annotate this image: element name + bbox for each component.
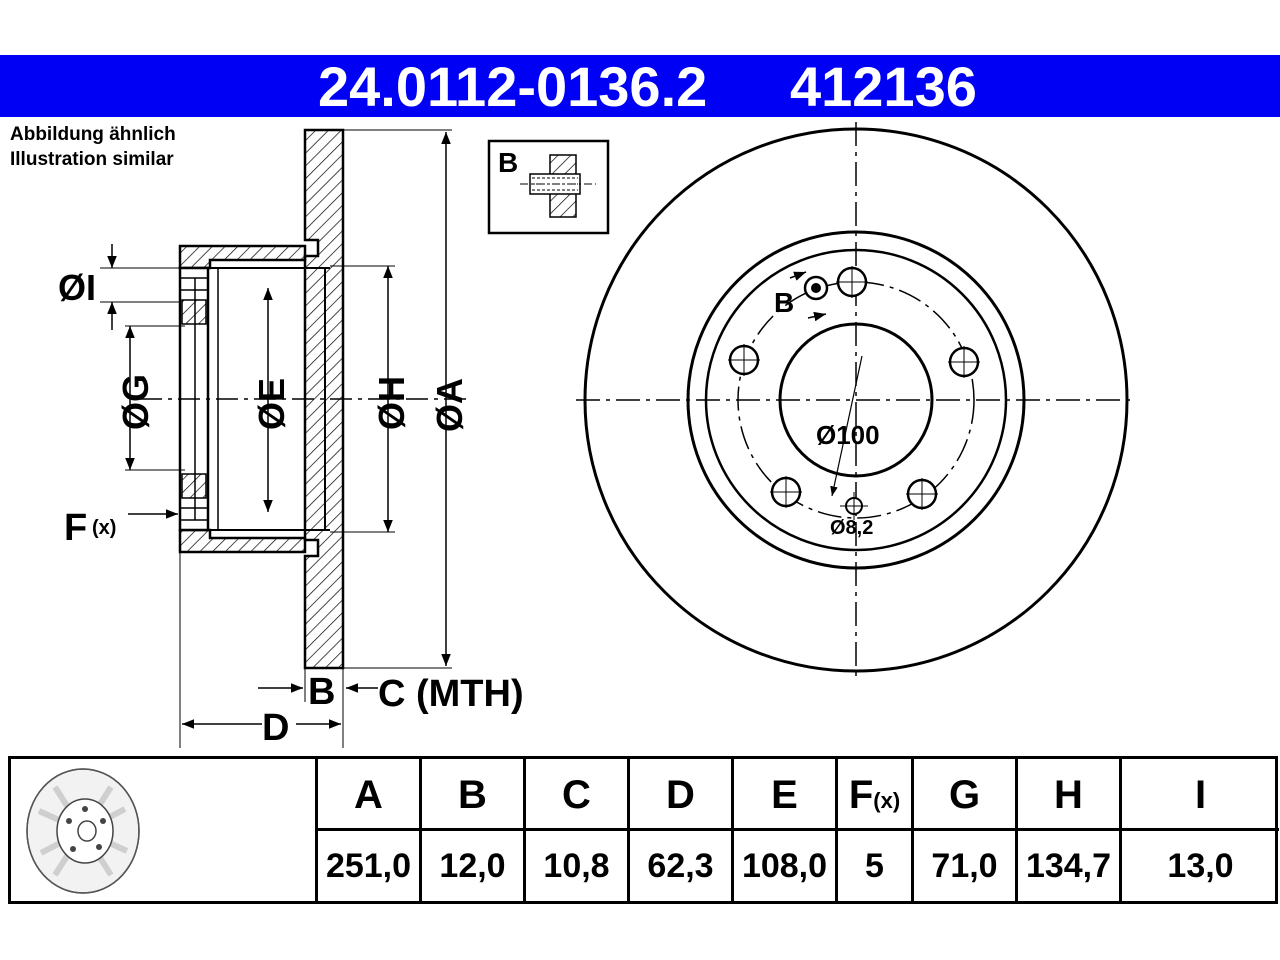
spec-header-a: A [315, 759, 419, 831]
dim-label-G: ØG [115, 374, 156, 430]
spec-header-sub: (x) [873, 788, 901, 813]
spec-header-f: F(x) [835, 759, 911, 831]
illustration-note-de: Abbildung ähnlich [10, 124, 176, 145]
spec-value-d: 62,3 [627, 831, 731, 901]
front-label-B: B [774, 287, 794, 318]
disc-thumbnail [11, 759, 318, 901]
spec-header-i: I [1119, 759, 1279, 831]
spec-value-g: 71,0 [911, 831, 1015, 901]
part-number: 24.0112-0136.2 [318, 55, 708, 118]
detail-label-B: B [498, 147, 518, 178]
bolt-holes [728, 266, 980, 510]
dim-label-D: D [262, 707, 289, 749]
hat-top-section [178, 244, 307, 270]
spec-header-d: D [627, 759, 731, 831]
spec-header-e: E [731, 759, 835, 831]
spec-header-c: C [523, 759, 627, 831]
reference-number: 412136 [790, 55, 977, 118]
spec-header-label: A [354, 773, 383, 817]
detail-box-b: B [487, 139, 610, 235]
header-bar: 24.0112-0136.2 412136 [0, 55, 1280, 117]
spec-header-label: G [948, 773, 981, 817]
dim-label-F: F [64, 507, 87, 549]
spec-header-label: B [458, 773, 487, 817]
dim-label-C: C (MTH) [378, 673, 524, 715]
spec-header-h: H [1015, 759, 1119, 831]
technical-drawing: ØI ØG ØE ØH ØA F (x) B C (MTH) D [58, 122, 1136, 749]
spec-header-label: F [848, 773, 874, 817]
spec-header-label: I [1194, 773, 1207, 817]
hole-diameter-label: Ø8,2 [830, 517, 873, 539]
spec-value-a: 251,0 [315, 831, 419, 901]
spec-header-label: C [562, 773, 591, 817]
spec-header-label: E [771, 773, 798, 817]
dim-label-E: ØE [251, 378, 292, 430]
spec-value-h: 134,7 [1015, 831, 1119, 901]
spec-header-label: D [666, 773, 695, 817]
spec-header-b: B [419, 759, 523, 831]
spec-value-i: 13,0 [1119, 831, 1279, 901]
flange-hatch-bottom [181, 473, 207, 499]
spec-value-b: 12,0 [419, 831, 523, 901]
spec-header-label: H [1054, 773, 1083, 817]
pcd-label: Ø100 [816, 420, 880, 450]
flange-hatch-top [181, 299, 207, 325]
spec-value-e: 108,0 [731, 831, 835, 901]
dim-label-F-sub: (x) [92, 517, 116, 539]
spec-value-f: 5 [835, 831, 911, 901]
dim-label-I: ØI [58, 267, 96, 308]
spec-header-g: G [911, 759, 1015, 831]
dim-label-A: ØA [429, 378, 470, 432]
illustration-note-en: Illustration similar [10, 149, 174, 170]
dim-label-B: B [308, 671, 335, 713]
spec-value-c: 10,8 [523, 831, 627, 901]
front-view: B Ø100 Ø8,2 [576, 122, 1136, 678]
hat-bottom-section [178, 528, 307, 554]
dim-label-H: ØH [371, 376, 412, 430]
side-section-view: ØI ØG ØE ØH ØA F (x) B C (MTH) D [58, 128, 524, 749]
